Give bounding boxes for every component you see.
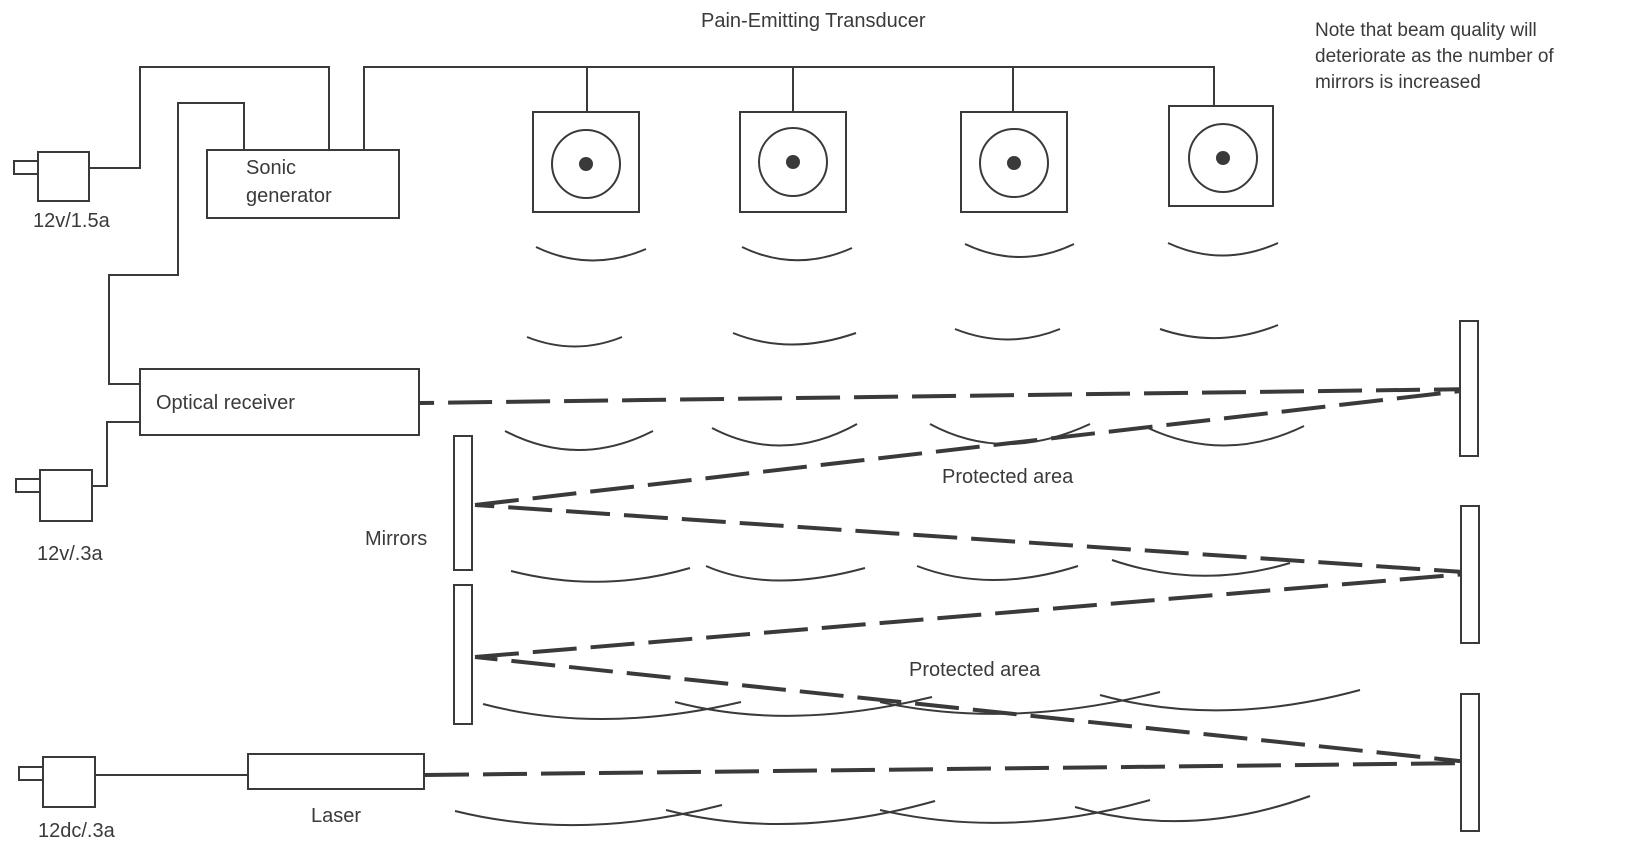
mirror-right-bottom xyxy=(1460,693,1480,832)
beam-segment xyxy=(474,387,1479,507)
note-line3: mirrors is increased xyxy=(1315,72,1481,93)
beam-segment-mirror-to-receiver xyxy=(419,387,1479,405)
transducer-4 xyxy=(1168,105,1274,207)
sound-wave-arc xyxy=(526,336,623,348)
speaker-center-dot xyxy=(786,155,800,169)
laser-beam-path xyxy=(419,387,1479,777)
optical-receiver-box xyxy=(139,368,420,436)
sound-wave-arc xyxy=(964,243,1075,258)
mirror-right-top xyxy=(1459,320,1479,457)
sound-wave-arc xyxy=(732,332,857,346)
beam-segment xyxy=(474,571,1479,659)
wire-psu2-to-receiver xyxy=(92,421,140,487)
power-supply-3 xyxy=(18,756,96,808)
wire-sonic-generator-to-transducers xyxy=(363,66,1215,150)
sound-wave-arc xyxy=(535,246,647,262)
power-supply-1 xyxy=(13,151,90,202)
speaker-center-dot xyxy=(1007,156,1021,170)
note-line1: Note that beam quality will xyxy=(1315,20,1537,41)
sound-wave-arc xyxy=(1099,689,1361,712)
power-supply-body xyxy=(37,151,90,202)
sound-wave-arc xyxy=(665,800,936,825)
wire-psu1-to-sonic-generator xyxy=(88,66,330,169)
sound-wave-arc xyxy=(1159,324,1279,340)
wiring xyxy=(88,66,1215,776)
laser-emitter-box xyxy=(247,753,425,790)
power-supply-2 xyxy=(15,469,93,522)
sound-waves xyxy=(454,242,1361,827)
wire-receiver-to-sonic-generator xyxy=(108,102,245,385)
power-supply-2-label: 12v/.3a xyxy=(37,543,103,565)
mirror-right-middle xyxy=(1460,505,1480,644)
beam-segment-laser-to-mirror xyxy=(424,761,1479,777)
sound-wave-arc xyxy=(929,423,1091,445)
mirror-left-lower xyxy=(453,584,473,725)
sound-wave-arc xyxy=(1074,795,1311,823)
note-line2: deteriorate as the number of xyxy=(1315,46,1554,67)
mirror-left-upper xyxy=(453,435,473,571)
beam-segment xyxy=(474,503,1479,575)
power-supply-1-label: 12v/1.5a xyxy=(33,210,111,232)
power-supply-plug xyxy=(15,478,43,493)
protected-area-2-label: Protected area xyxy=(909,659,1041,681)
transducer-title: Pain-Emitting Transducer xyxy=(701,10,926,32)
sound-wave-arc xyxy=(954,328,1061,341)
laser-label: Laser xyxy=(311,805,361,827)
speaker-center-dot xyxy=(1216,151,1230,165)
power-supply-body xyxy=(42,756,96,808)
speaker-center-dot xyxy=(579,157,593,171)
protected-area-1-label: Protected area xyxy=(942,466,1074,488)
beam-segment xyxy=(474,655,1479,765)
power-supply-plug xyxy=(18,766,46,781)
sonic-generator-box xyxy=(206,149,400,219)
sound-wave-arc xyxy=(1167,242,1279,257)
sonic-generator-label-line2: generator xyxy=(246,185,332,207)
sound-wave-arc xyxy=(741,246,853,262)
transducer-2 xyxy=(739,111,847,213)
sound-wave-arc xyxy=(482,701,742,721)
sound-wave-arc xyxy=(879,799,1151,824)
optical-receiver-label: Optical receiver xyxy=(156,392,295,414)
sonic-generator-label-line1: Sonic xyxy=(246,157,296,179)
sound-wave-arc xyxy=(510,567,691,583)
power-supply-plug xyxy=(13,160,41,175)
transducer-1 xyxy=(532,111,640,213)
sound-wave-arc xyxy=(916,565,1079,581)
sound-wave-arc xyxy=(705,565,866,582)
transducer-3 xyxy=(960,111,1068,213)
sound-wave-arc xyxy=(454,804,723,827)
sound-wave-arc xyxy=(711,423,858,447)
sound-wave-arc xyxy=(1111,559,1291,577)
sound-wave-arc xyxy=(504,430,654,451)
sound-wave-arc xyxy=(1147,425,1305,447)
mirrors-label: Mirrors xyxy=(365,528,427,550)
power-supply-3-label: 12dc/.3a xyxy=(38,820,116,842)
power-supply-body xyxy=(39,469,93,522)
